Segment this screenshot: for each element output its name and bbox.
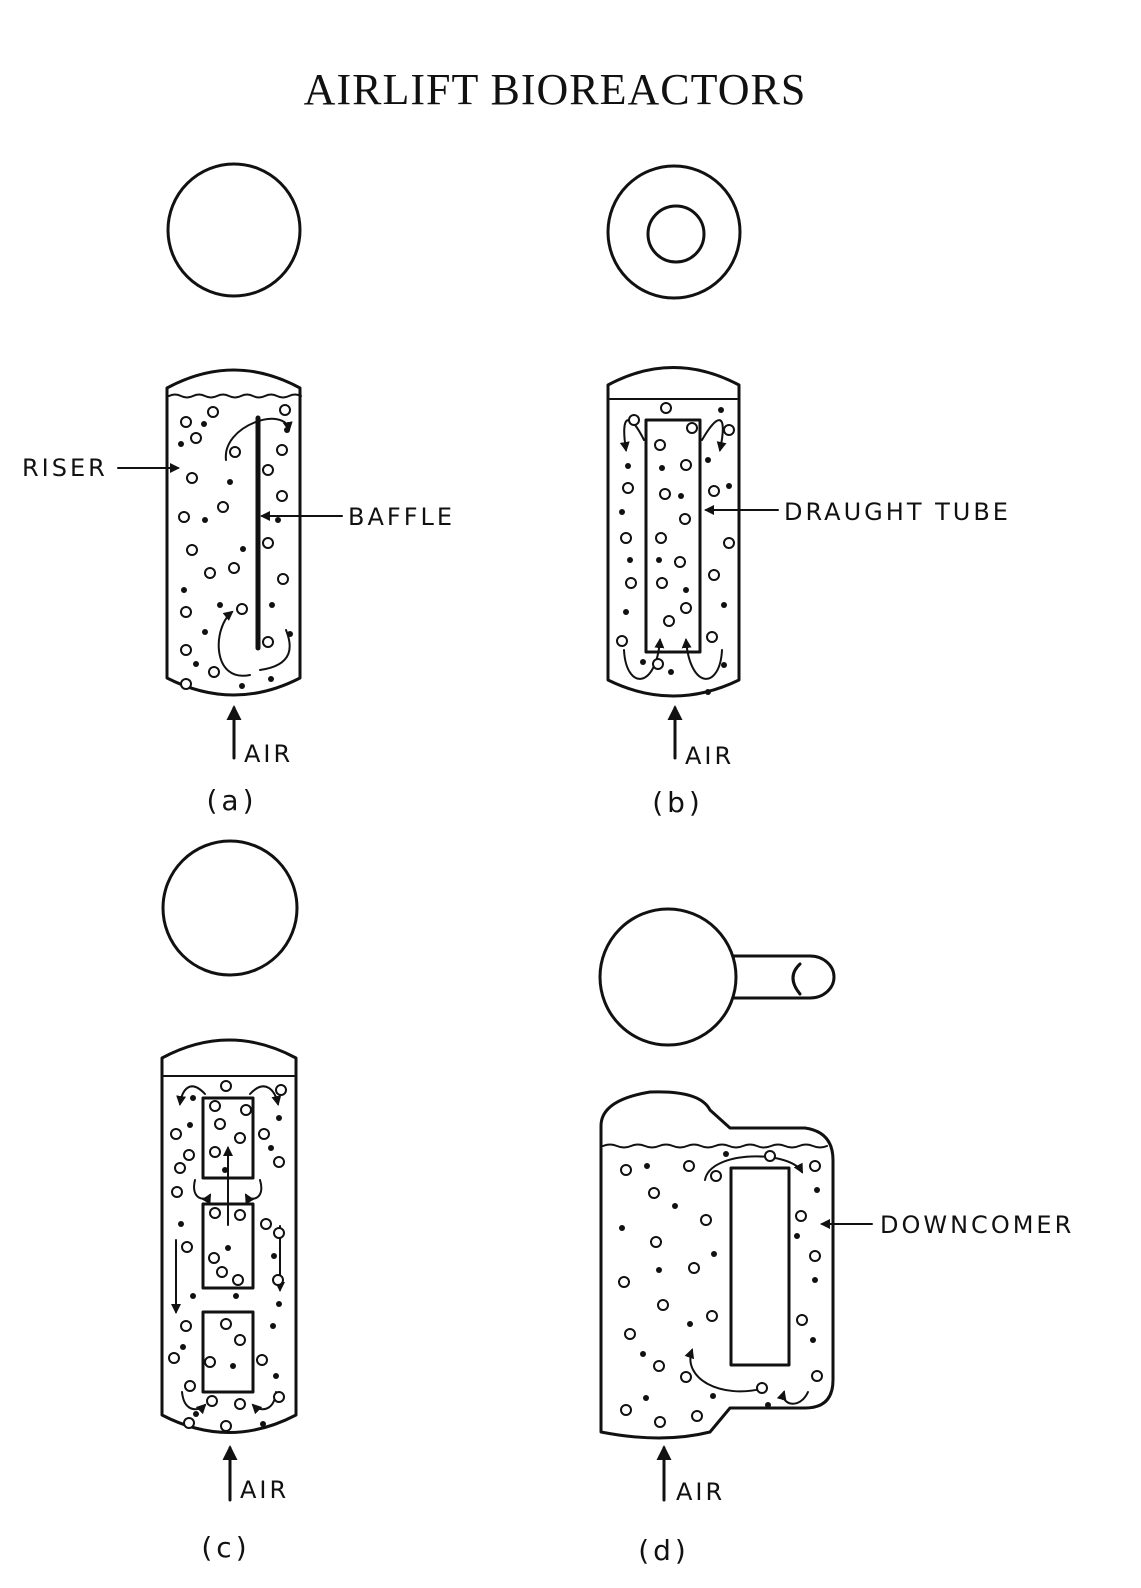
dots-b bbox=[619, 407, 732, 695]
reactor-a-liquid-surface bbox=[168, 393, 302, 399]
flow-arrow bbox=[181, 1391, 207, 1415]
flow-arrow bbox=[224, 417, 293, 461]
bubbles-c bbox=[168, 1080, 287, 1432]
flow-arrow bbox=[245, 1179, 263, 1205]
flow-arrow bbox=[619, 419, 645, 452]
reactor-a-top-view bbox=[166, 162, 302, 298]
flow-arrow bbox=[684, 1348, 766, 1393]
reactor-d-liquid-surface bbox=[602, 1143, 828, 1149]
reactor-d-vessel bbox=[599, 1090, 835, 1440]
air-label-c: AIR bbox=[240, 1476, 289, 1504]
flow-arrow bbox=[259, 629, 291, 671]
reactor-c-top-view bbox=[161, 839, 299, 977]
dots-d bbox=[619, 1151, 820, 1408]
reactor-b-vessel bbox=[606, 366, 741, 698]
air-label-d: AIR bbox=[676, 1478, 725, 1506]
reactor-c-vessel bbox=[160, 1038, 298, 1434]
caption-c: (c) bbox=[201, 1531, 250, 1564]
caption-b: (b) bbox=[652, 786, 704, 819]
reactor-d-top-view bbox=[598, 907, 836, 1047]
dots-c bbox=[178, 1095, 282, 1427]
bubbles-d bbox=[618, 1150, 823, 1428]
flow-arrow bbox=[217, 610, 251, 677]
bubbles-b bbox=[616, 402, 735, 670]
riser-label: RISER bbox=[22, 454, 108, 482]
flow-arrow bbox=[249, 1085, 282, 1106]
reactor-b: DRAUGHT TUBE AIR (b) bbox=[606, 164, 1011, 819]
flow-arrow bbox=[623, 638, 665, 680]
caption-d: (d) bbox=[638, 1534, 690, 1567]
flow-arrow bbox=[193, 1179, 211, 1205]
flow-arrow bbox=[776, 1390, 809, 1405]
draught-tube-top-view bbox=[646, 204, 706, 264]
downcomer-label: DOWNCOMER bbox=[880, 1211, 1074, 1239]
flow-arrow bbox=[251, 1391, 277, 1415]
dots-a bbox=[178, 421, 293, 689]
flow-arrow bbox=[701, 419, 727, 452]
draught-tube-label: DRAUGHT TUBE bbox=[784, 498, 1011, 526]
draught-tube-stage-3 bbox=[201, 1310, 255, 1394]
reactor-d: DOWNCOMER AIR (d) bbox=[598, 907, 1074, 1567]
reactor-a: RISER BAFFLE AIR (a) bbox=[22, 162, 455, 817]
flow-arrow bbox=[704, 1155, 803, 1181]
page-title: AIRLIFT BIOREACTORS bbox=[304, 65, 807, 114]
bubbles-a bbox=[178, 404, 291, 690]
downcomer-separator bbox=[729, 1166, 791, 1367]
flow-arrow bbox=[681, 638, 723, 680]
reactor-b-top-view bbox=[606, 164, 742, 300]
caption-a: (a) bbox=[206, 784, 257, 817]
draught-tube bbox=[644, 418, 702, 654]
flow-arrow bbox=[176, 1085, 206, 1106]
air-label-a: AIR bbox=[244, 740, 293, 768]
reactor-c: AIR (c) bbox=[160, 839, 299, 1564]
air-label-b: AIR bbox=[685, 742, 734, 770]
reactor-a-vessel bbox=[165, 368, 302, 697]
baffle-label: BAFFLE bbox=[348, 503, 455, 531]
